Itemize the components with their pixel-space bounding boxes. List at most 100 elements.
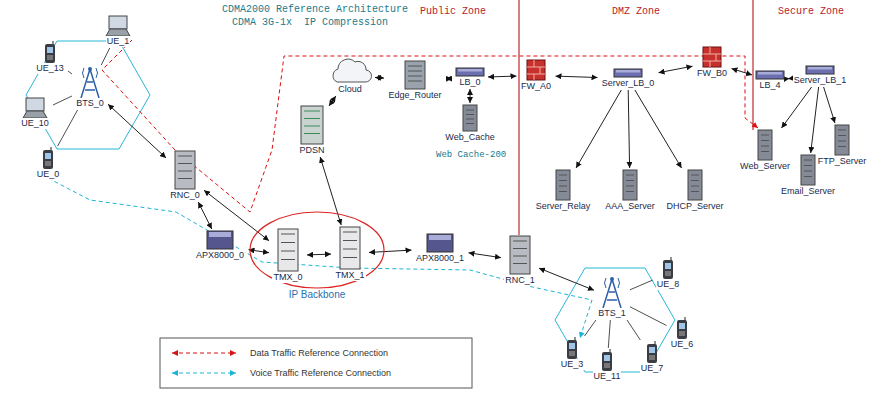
network-device: UE_8	[654, 257, 683, 290]
link-connector	[585, 320, 596, 336]
link-connector	[782, 87, 812, 128]
server-body	[758, 130, 772, 160]
rnc-slot	[513, 256, 527, 257]
device-label: FTP_Server	[817, 156, 868, 167]
device-label: RNC_0	[169, 190, 201, 201]
server-slot	[559, 175, 567, 176]
firewall-bricks	[703, 47, 721, 67]
tmx-body	[340, 227, 360, 269]
switch-body	[756, 71, 784, 79]
server-slot	[761, 140, 769, 141]
device-label: UE_1	[106, 36, 131, 47]
network-device: UE_3	[558, 337, 587, 370]
network-device: UE_11	[591, 349, 624, 382]
network-device: RNC_0	[167, 150, 203, 201]
phone-keys	[45, 161, 51, 166]
device-label: PDSN	[298, 145, 325, 156]
device-label: UE_13	[35, 63, 65, 74]
server-slot	[559, 186, 567, 187]
network-device: Cloud	[326, 56, 374, 95]
server-slot	[838, 135, 846, 136]
network-device: Web_Cache	[442, 104, 498, 143]
server-slot	[804, 165, 812, 166]
tmx-slot	[281, 251, 295, 252]
apx-body	[427, 234, 453, 252]
server-slot	[466, 110, 474, 111]
phone-icon	[662, 257, 674, 279]
link-connector	[58, 110, 78, 146]
firewall-icon	[702, 46, 722, 68]
server-slot	[466, 114, 474, 115]
tower-icon	[599, 276, 625, 308]
apx-top	[209, 232, 231, 237]
link-connector	[369, 250, 412, 252]
device-label: LB_0	[458, 77, 481, 88]
link-connector	[101, 48, 110, 65]
phone-screen	[47, 47, 53, 53]
rnc-slot	[513, 241, 527, 242]
server-icon	[757, 129, 773, 161]
tower-signal	[83, 68, 98, 78]
rnc-slot	[178, 171, 192, 172]
laptop-screen	[109, 16, 127, 29]
legend-sample	[172, 353, 236, 354]
server-body	[801, 155, 815, 185]
tower-icon	[77, 66, 103, 98]
device-label: FW_A0	[520, 81, 552, 92]
device-label: IP Backbone	[288, 289, 347, 300]
network-device: Server_LB_0	[599, 68, 658, 89]
phone-icon	[676, 317, 688, 339]
server-slot	[804, 176, 812, 177]
phone-icon	[566, 337, 578, 359]
laptop-base	[23, 111, 47, 118]
pdsn-icon	[300, 105, 324, 145]
network-device: FW_B0	[694, 46, 731, 79]
switch-icon	[613, 68, 643, 78]
phone-body	[677, 320, 687, 339]
network-device: LB_4	[753, 70, 787, 91]
phone-keys	[569, 351, 575, 356]
server-icon	[622, 169, 638, 201]
legend-box	[160, 338, 472, 388]
cell-hexagon	[26, 41, 150, 149]
phone-screen	[649, 347, 655, 353]
server-slot	[761, 146, 769, 147]
switch-top	[808, 67, 832, 70]
server-slot	[838, 130, 846, 131]
phone-icon	[646, 341, 658, 363]
switch-body	[456, 68, 484, 76]
network-device: UE_10	[18, 98, 52, 129]
link-connector	[53, 96, 72, 105]
link-connector	[488, 76, 517, 78]
link-connector	[556, 76, 598, 77]
tmx-slot	[343, 249, 357, 250]
firewall-body	[703, 47, 721, 67]
server-slot	[838, 141, 846, 142]
link-connector	[375, 77, 384, 79]
tmx-icon	[277, 228, 299, 272]
server-icon	[687, 169, 703, 201]
server-slot	[804, 160, 812, 161]
zone-label: Secure Zone	[778, 6, 844, 17]
rnc-slot	[178, 163, 192, 164]
rnc-slot	[513, 248, 527, 249]
network-device: Web_Server	[737, 129, 793, 172]
pdsn-body	[301, 106, 323, 144]
router-body	[405, 61, 425, 89]
device-label: TMX_1	[334, 270, 365, 281]
zone-boundary	[752, 0, 753, 130]
phone-body	[602, 352, 612, 371]
rnc-slot	[178, 156, 192, 157]
device-label: UE_7	[640, 363, 665, 374]
pdsn-slot	[304, 133, 320, 134]
link-connector	[198, 202, 212, 229]
backbone-ring	[250, 212, 384, 288]
switch-icon	[755, 70, 785, 80]
link-connector	[68, 71, 72, 74]
server-body	[463, 105, 477, 131]
link-connector	[469, 253, 502, 258]
network-device: UE_13	[33, 41, 67, 74]
device-label: UE_11	[593, 371, 622, 382]
tmx-slot	[343, 257, 357, 258]
